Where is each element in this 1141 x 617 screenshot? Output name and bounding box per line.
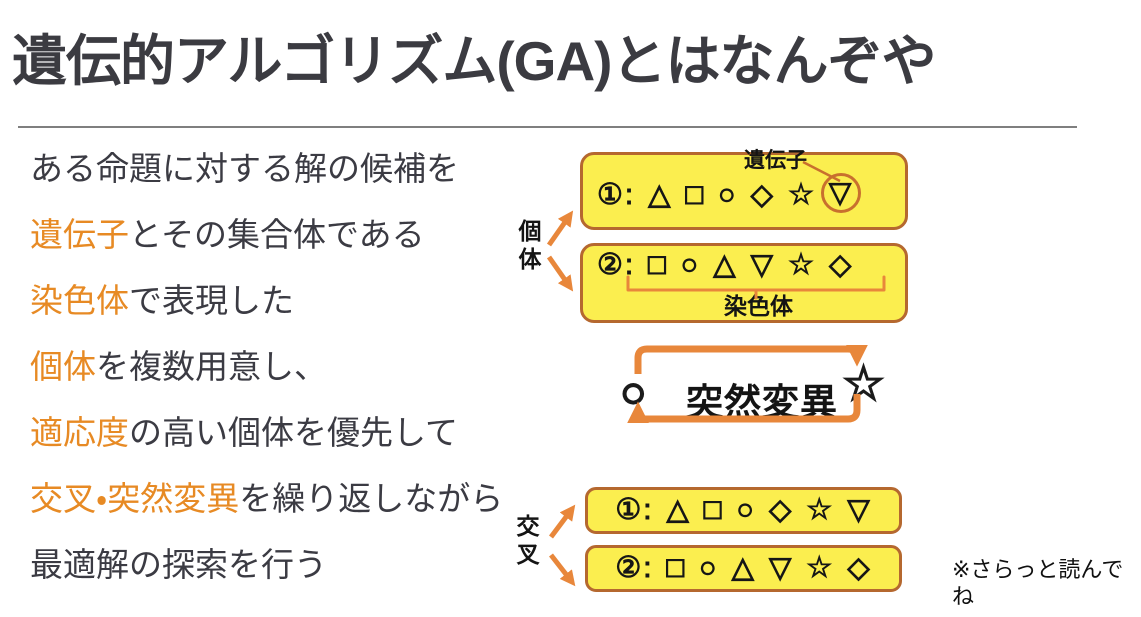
footnote: ※さらっと読んでね bbox=[952, 557, 1124, 609]
mutation-cycle-arrow-top-icon bbox=[634, 344, 868, 374]
individual-label: 個体 bbox=[515, 219, 541, 275]
crossover-arrow-down-icon bbox=[549, 553, 576, 587]
line-text: を繰り返しながら bbox=[239, 480, 504, 517]
body-line: 交叉・突然変異を繰り返しながら bbox=[30, 463, 503, 529]
slide-title: 遺伝的アルゴリズム(GA)とはなんぞや bbox=[12, 30, 936, 92]
body-line: 染色体で表現した bbox=[30, 265, 503, 331]
gene-label: 遺伝子 bbox=[744, 149, 807, 172]
gene-circle-annotation: ▽ bbox=[820, 173, 861, 213]
body-line: 最適解の探索を行う bbox=[30, 529, 503, 595]
keyword-highlight: 適応度 bbox=[30, 414, 129, 451]
title-divider bbox=[18, 126, 1077, 128]
mutation-result-symbol: ☆ bbox=[841, 358, 886, 411]
mutation-label: 突然変異 bbox=[686, 382, 838, 423]
description-text: ある命題に対する解の候補を 遺伝子とその集合体である 染色体で表現した 個体を複… bbox=[30, 133, 503, 595]
line-text: とその集合体である bbox=[129, 216, 425, 253]
line-text: ある命題に対する解の候補を bbox=[30, 150, 459, 187]
keyword-highlight: 遺伝子 bbox=[30, 216, 129, 253]
crossover-arrow-up-icon bbox=[549, 504, 576, 539]
individual-arrow-up-icon bbox=[546, 210, 574, 247]
keyword-highlight: 染色体 bbox=[30, 282, 129, 319]
individual-arrow-down-icon bbox=[546, 255, 574, 292]
crossover-label: 交叉 bbox=[513, 514, 539, 570]
body-line: 遺伝子とその集合体である bbox=[30, 199, 503, 265]
gene-sequence: ①: △ □ ○ ◇ ☆ ▽ bbox=[615, 494, 872, 526]
crossover-2-box: ②: □ ○ △ ▽ ☆ ◇ bbox=[585, 545, 902, 592]
keyword-highlight: 個体 bbox=[30, 348, 96, 385]
body-line: 適応度の高い個体を優先して bbox=[30, 397, 503, 463]
body-line: ある命題に対する解の候補を bbox=[30, 133, 503, 199]
line-text: 最適解の探索を行う bbox=[30, 546, 327, 583]
gene-sequence: ①: △ □ ○ ◇ ☆ bbox=[596, 178, 816, 211]
chromosome-label: 染色体 bbox=[724, 293, 793, 319]
line-text: の高い個体を優先して bbox=[129, 414, 459, 451]
gene-sequence: ②: □ ○ △ ▽ ☆ ◇ bbox=[615, 552, 872, 584]
line-text: を複数用意し、 bbox=[96, 348, 327, 385]
keyword-highlight: 交叉・突然変異 bbox=[30, 480, 240, 517]
crossover-1-box: ①: △ □ ○ ◇ ☆ ▽ bbox=[585, 487, 902, 534]
chromosome-2-symbols: ②: □ ○ △ ▽ ☆ ◇ bbox=[596, 249, 854, 281]
mutation-source-symbol: ○ bbox=[619, 368, 648, 417]
body-line: 個体を複数用意し、 bbox=[30, 331, 503, 397]
line-text: で表現した bbox=[129, 282, 294, 319]
chromosome-1-symbols: ①: △ □ ○ ◇ ☆ ▽ bbox=[596, 173, 861, 213]
gene-sequence: ②: □ ○ △ ▽ ☆ ◇ bbox=[596, 249, 854, 281]
gene-symbol: ▽ bbox=[828, 176, 854, 209]
